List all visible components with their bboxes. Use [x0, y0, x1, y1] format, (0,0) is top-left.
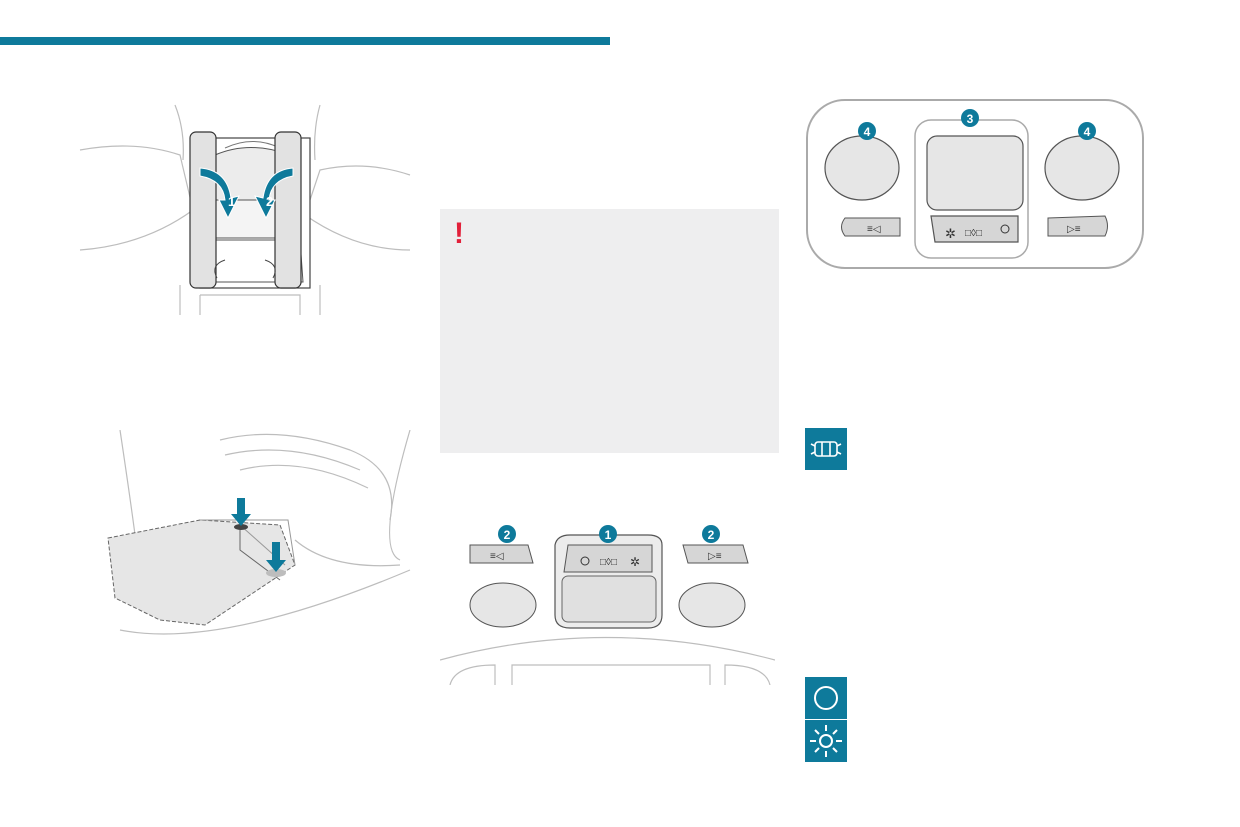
rear-ceiling-lamps-illustration: ✲ □◊□ ≡◁ ▷≡ 3 4 4	[806, 99, 1144, 269]
arrow-down-1	[231, 498, 251, 526]
warning-panel: !	[440, 209, 779, 453]
callout-4-left: 4	[864, 125, 871, 139]
callout-3: 3	[967, 112, 974, 126]
svg-text:≡◁: ≡◁	[867, 224, 881, 235]
svg-text:✲: ✲	[945, 226, 956, 241]
off-circle-icon	[805, 677, 847, 719]
armrest-illustration: 1 2	[79, 104, 411, 315]
door-courtesy-icon	[805, 428, 847, 470]
callout-4-right: 4	[1084, 125, 1091, 139]
svg-text:□◊□: □◊□	[600, 557, 617, 568]
arrow-down-2	[266, 542, 286, 572]
callout-2-right: 2	[708, 528, 715, 542]
callout-1: 1	[605, 528, 612, 542]
svg-text:≡◁: ≡◁	[490, 551, 504, 562]
svg-text:✲: ✲	[630, 555, 640, 569]
arrow-fold-left	[199, 167, 240, 220]
callout-2: 2	[266, 194, 273, 209]
callout-2-left: 2	[504, 528, 511, 542]
svg-text:▷≡: ▷≡	[708, 551, 722, 562]
storage-mat-illustration	[107, 430, 411, 635]
svg-text:□◊□: □◊□	[965, 228, 982, 239]
front-ceiling-lamps-illustration: □◊□ ✲ ≡◁ ▷≡ 1 2 2	[440, 525, 775, 685]
header-accent-bar	[0, 37, 610, 45]
lamp-on-icon	[805, 720, 847, 762]
svg-text:▷≡: ▷≡	[1067, 224, 1081, 235]
exclamation-icon: !	[454, 217, 464, 250]
arrow-fold-right	[254, 167, 294, 220]
callout-1: 1	[228, 194, 235, 209]
